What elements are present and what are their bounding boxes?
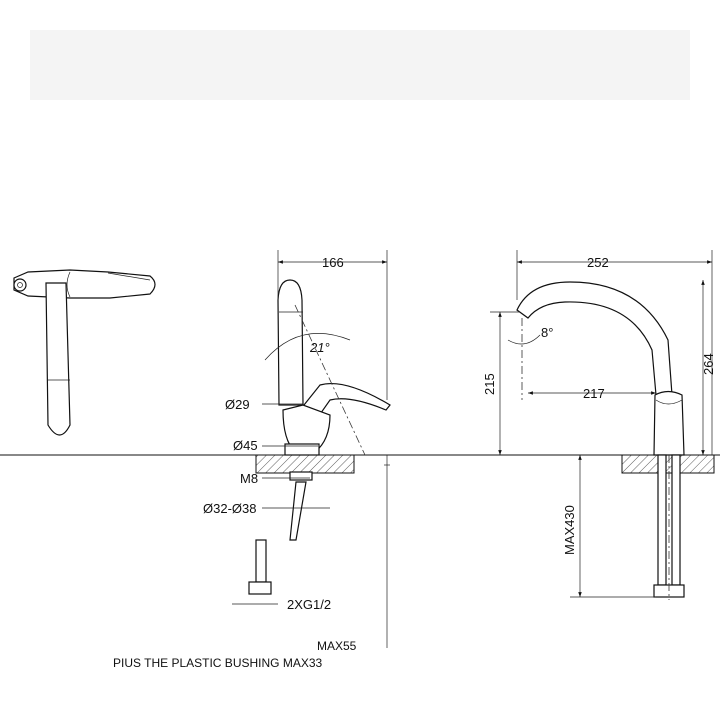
dim-hose-connection: 2XG1/2 [287, 597, 331, 612]
dim-center-height: 166 [322, 255, 344, 270]
dim-body-diameter: Ø29 [225, 397, 250, 412]
front-view [516, 281, 715, 600]
side-view-dimensions [232, 250, 390, 648]
dim-stud-thread: M8 [240, 471, 258, 486]
dim-hole-diameter: Ø32-Ø38 [203, 501, 256, 516]
dim-base-diameter: Ø45 [233, 438, 258, 453]
note-plastic-bushing: PIUS THE PLASTIC BUSHING MAX33 [113, 656, 322, 670]
dim-spout-offset: 217 [583, 386, 605, 401]
side-view [248, 279, 391, 595]
dim-spout-height: 215 [482, 373, 497, 395]
dim-spout-reach: 252 [587, 255, 609, 270]
dim-swivel-angle: 8° [541, 325, 553, 340]
front-view-dimensions [490, 250, 713, 598]
note-deck-thickness: MAX55 [317, 639, 357, 653]
top-view [13, 269, 156, 436]
faded-header [30, 30, 690, 100]
dim-lever-angle: 21° [309, 340, 330, 355]
dim-hose-length: MAX430 [562, 505, 577, 555]
dim-total-height: 264 [701, 353, 716, 375]
